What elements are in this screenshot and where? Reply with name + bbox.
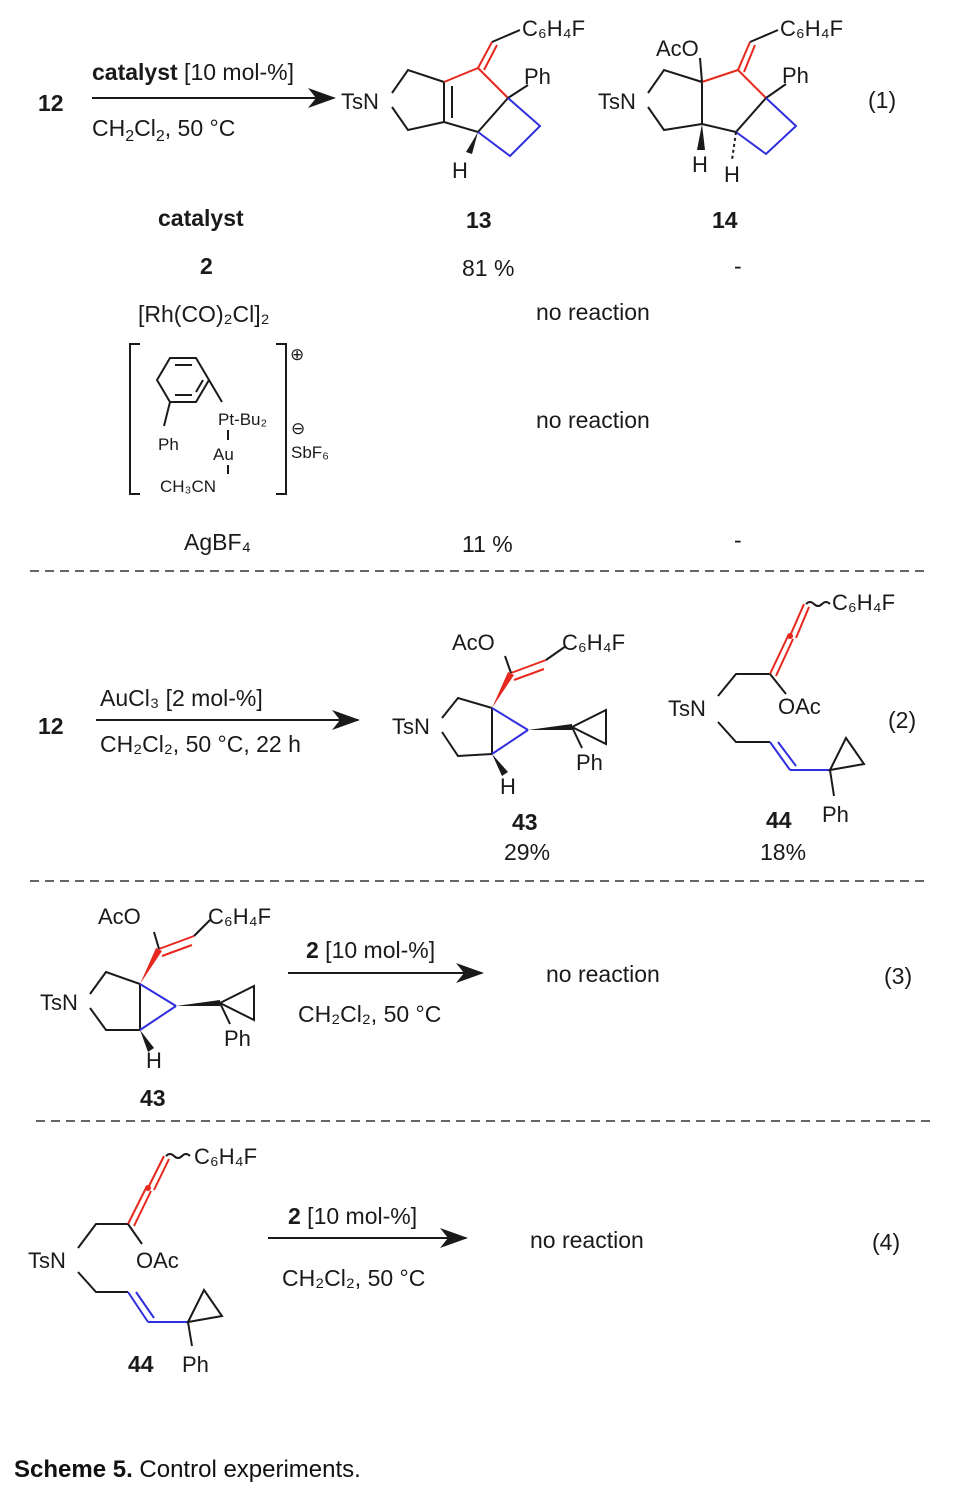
atom-tsn: TsN	[40, 990, 78, 1015]
atom-tsn: TsN	[28, 1248, 66, 1273]
atom-oac: OAc	[136, 1248, 179, 1273]
structure-43-reactant: TsN C₆H₄F AcO Ph H	[40, 904, 271, 1073]
structure-13: TsN C₆H₄F Ph H	[341, 16, 585, 183]
product-43-yield: 29%	[504, 839, 550, 865]
atom-aco: AcO	[452, 630, 495, 655]
row3-result: no reaction	[536, 407, 650, 433]
atom-h: H	[692, 152, 708, 177]
atom-c6h4f: C₆H₄F	[522, 16, 585, 41]
row1-catalyst: 2	[200, 253, 213, 279]
eq1-reactant-label: 12	[38, 90, 64, 116]
atom-tsn: TsN	[598, 89, 636, 114]
atom-c6h4f: C₆H₄F	[832, 590, 895, 615]
product-44-yield: 18%	[760, 839, 806, 865]
eq3-conditions: CH₂Cl₂, 50 °C	[298, 1001, 441, 1027]
eq4-reagent: 2 [10 mol-%]	[288, 1203, 417, 1229]
table-header-13: 13	[466, 207, 492, 233]
eq3-reactant-label: 43	[140, 1085, 166, 1111]
eq3-reagent: 2 [10 mol-%]	[306, 937, 435, 963]
charge-plus: ⊕	[290, 345, 304, 364]
row4-yield-14: -	[734, 527, 742, 553]
row2-result: no reaction	[536, 299, 650, 325]
equation-3: TsN C₆H₄F AcO Ph H 43 2 [10 mol-%] CH₂Cl…	[40, 904, 912, 1111]
atom-h: H	[452, 158, 468, 183]
table-header-catalyst: catalyst	[158, 205, 244, 231]
eq2-reagent: AuCl₃ [2 mol-%]	[100, 685, 263, 711]
caption-text: Control experiments.	[132, 1456, 361, 1483]
atom-aco: AcO	[98, 904, 141, 929]
charge-minus: ⊖	[291, 419, 305, 438]
caption-label: Scheme 5.	[14, 1456, 133, 1483]
row1-yield-14: -	[734, 253, 742, 279]
atom-c6h4f: C₆H₄F	[194, 1144, 257, 1169]
row2-catalyst: [Rh(CO)₂Cl]₂	[138, 301, 270, 327]
gold-ph: Ph	[158, 435, 179, 454]
scheme-caption: Scheme 5. Control experiments.	[14, 1456, 361, 1484]
atom-c6h4f: C₆H₄F	[780, 16, 843, 41]
equation-2: 12 AuCl₃ [2 mol-%] CH₂Cl₂, 50 °C, 22 h (…	[38, 590, 916, 865]
equation-1: 12 catalyst [10 mol-%] CH2Cl2, 50 °C (1)…	[38, 16, 896, 557]
atom-ph: Ph	[576, 750, 603, 775]
product-44-label: 44	[766, 807, 792, 833]
atom-tsn: TsN	[668, 696, 706, 721]
eq1-reagent: catalyst [10 mol-%]	[92, 59, 294, 85]
row4-catalyst: AgBF₄	[184, 529, 251, 555]
eq4-conditions: CH₂Cl₂, 50 °C	[282, 1265, 425, 1291]
atom-ph: Ph	[182, 1352, 209, 1377]
eq2-number: (2)	[888, 707, 916, 733]
eq1-conditions: CH2Cl2, 50 °C	[92, 115, 235, 145]
atom-c6h4f: C₆H₄F	[562, 630, 625, 655]
atom-h: H	[500, 774, 516, 799]
eq4-result: no reaction	[530, 1227, 644, 1253]
atom-aco: AcO	[656, 36, 699, 61]
structure-14: TsN C₆H₄F AcO Ph H H	[598, 16, 843, 187]
gold-au: Au	[213, 445, 234, 464]
eq4-reactant-label: 44	[128, 1351, 154, 1377]
atom-ph: Ph	[822, 802, 849, 827]
row1-yield-13: 81 %	[462, 255, 514, 281]
eq3-result: no reaction	[546, 961, 660, 987]
atom-ph: Ph	[524, 64, 551, 89]
row4-yield-13: 11 %	[462, 531, 513, 557]
equation-4: TsN C₆H₄F OAc Ph 44 2 [10 mol-%] CH₂Cl₂,…	[28, 1144, 900, 1377]
atom-ph: Ph	[224, 1026, 251, 1051]
eq1-number: (1)	[868, 87, 896, 113]
gold-ligand-ch3cn: CH₃CN	[160, 477, 216, 496]
atom-oac: OAc	[778, 694, 821, 719]
eq3-number: (3)	[884, 963, 912, 989]
eq2-reactant-label: 12	[38, 713, 64, 739]
atom-ph: Ph	[782, 63, 809, 88]
atom-h: H	[146, 1048, 162, 1073]
anion-sbf6: SbF₆	[291, 443, 329, 462]
product-43-label: 43	[512, 809, 538, 835]
eq4-number: (4)	[872, 1229, 900, 1255]
atom-c6h4f: C₆H₄F	[208, 904, 271, 929]
eq2-conditions: CH₂Cl₂, 50 °C, 22 h	[100, 731, 301, 757]
atom-tsn: TsN	[392, 714, 430, 739]
table-header-14: 14	[712, 207, 738, 233]
structure-44: TsN C₆H₄F OAc Ph	[668, 590, 895, 827]
atom-h: H	[724, 162, 740, 187]
gold-phosphine: Pt-Bu₂	[218, 410, 267, 429]
structure-44-reactant: TsN C₆H₄F OAc Ph	[28, 1144, 257, 1377]
structure-43: TsN C₆H₄F AcO Ph H	[392, 630, 625, 799]
atom-tsn: TsN	[341, 89, 379, 114]
gold-catalyst-structure: ⊕ ⊖ SbF₆ Pt-Bu₂ Ph Au CH₃CN	[129, 343, 329, 496]
